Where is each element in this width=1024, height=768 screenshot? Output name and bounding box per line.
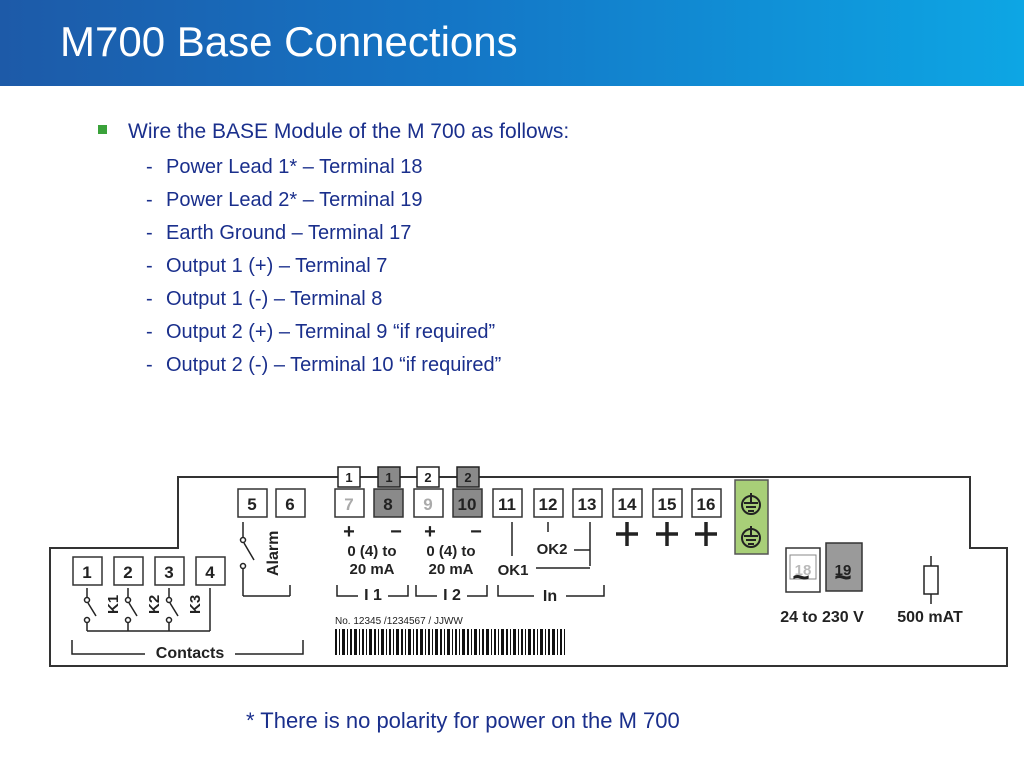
bracket-lines [71, 585, 605, 655]
svg-text:1: 1 [82, 563, 91, 582]
list-item: -Output 1 (-) – Terminal 8 [146, 288, 383, 310]
svg-text:12: 12 [539, 495, 558, 514]
range-label: 0 (4) to [347, 543, 396, 560]
contacts-label: Contacts [156, 645, 225, 662]
fuse-label: 500 mAT [897, 609, 963, 626]
list-item: -Earth Ground – Terminal 17 [146, 222, 412, 244]
svg-text:8: 8 [383, 495, 392, 514]
i1-label: I 1 [364, 587, 382, 604]
k3-label: K3 [187, 595, 204, 614]
svg-text:18: 18 [795, 562, 812, 579]
minus-sign: − [470, 521, 482, 543]
svg-text:7: 7 [344, 495, 353, 514]
svg-text:2: 2 [424, 470, 431, 485]
power-terminal-19: 19 ~ [825, 542, 863, 594]
plus-sign: + [424, 521, 436, 543]
alarm-label: Alarm [265, 531, 282, 576]
barcode [335, 629, 565, 655]
svg-text:14: 14 [618, 495, 637, 514]
range-label: 20 mA [349, 561, 394, 578]
serial-number: No. 12345 /1234567 / JJWW [335, 616, 463, 627]
voltage-label: 24 to 230 V [780, 609, 864, 626]
list-item: -Power Lead 1* – Terminal 18 [146, 156, 423, 178]
ac-tilde-icon: ~ [834, 561, 852, 594]
title-bar: M700 Base Connections [0, 0, 1024, 86]
ac-tilde-icon: ~ [792, 561, 810, 594]
list-item: -Output 1 (+) – Terminal 7 [146, 255, 388, 277]
ground-symbol-icons [616, 522, 717, 546]
in-label: In [543, 588, 557, 605]
svg-text:1: 1 [385, 470, 392, 485]
plus-sign: + [343, 521, 355, 543]
k1-label: K1 [105, 595, 122, 614]
svg-text:6: 6 [285, 495, 294, 514]
list-item: -Output 2 (+) – Terminal 9 “if required” [146, 321, 496, 343]
list-item: -Output 2 (-) – Terminal 10 “if required… [146, 354, 502, 376]
svg-text:4: 4 [205, 563, 215, 582]
svg-text:16: 16 [697, 495, 716, 514]
svg-text:2: 2 [464, 470, 471, 485]
minus-sign: − [390, 521, 402, 543]
earth-ground-icon [741, 493, 761, 548]
k2-label: K2 [146, 595, 163, 614]
svg-text:19: 19 [835, 562, 852, 579]
intro-text: Wire the BASE Module of the M 700 as fol… [128, 120, 570, 143]
ok2-label: OK2 [537, 541, 568, 558]
ok1-label: OK1 [498, 562, 529, 579]
svg-text:10: 10 [458, 495, 477, 514]
svg-text:5: 5 [247, 495, 256, 514]
svg-text:13: 13 [578, 495, 597, 514]
svg-text:1: 1 [345, 470, 352, 485]
range-label: 0 (4) to [426, 543, 475, 560]
power-terminal-18: 18 ~ [785, 547, 821, 594]
list-item: -Power Lead 2* – Terminal 19 [146, 189, 423, 211]
svg-text:15: 15 [658, 495, 677, 514]
range-label: 20 mA [428, 561, 473, 578]
relay-contacts-icon [83, 588, 211, 632]
alarm-switch-icon [239, 522, 291, 597]
fuse-icon [923, 556, 939, 604]
svg-text:11: 11 [498, 495, 516, 514]
terminal-row-left: 1 2 3 4 [72, 556, 226, 586]
terminal-tabs: 1 1 2 2 [337, 466, 480, 488]
terminal-row-top: 5 6 7 8 9 10 11 12 13 14 15 16 [237, 488, 722, 518]
slide-title: M700 Base Connections [60, 18, 518, 65]
bullet-square-icon [98, 125, 107, 134]
svg-text:2: 2 [123, 563, 132, 582]
i2-label: I 2 [443, 587, 461, 604]
earth-terminal-17 [734, 479, 769, 555]
svg-text:3: 3 [164, 563, 173, 582]
footnote: * There is no polarity for power on the … [246, 708, 680, 733]
svg-text:9: 9 [423, 495, 432, 514]
